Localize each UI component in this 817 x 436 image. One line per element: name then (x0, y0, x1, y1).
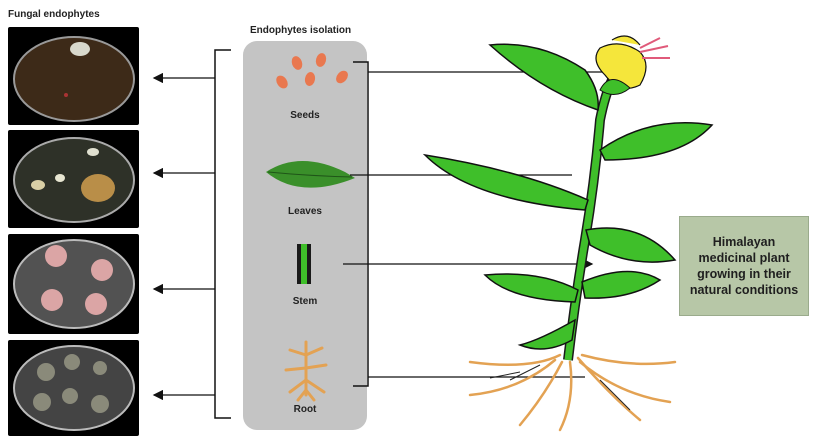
part-label-root: Root (243, 404, 367, 415)
seeds-icon (274, 52, 350, 91)
root-icon (286, 342, 326, 400)
plant-note-box: Himalayan medicinal plant growing in the… (679, 216, 809, 316)
arrows-to-dishes (154, 78, 215, 395)
stem-icon (297, 244, 311, 284)
left-bracket (215, 50, 231, 418)
part-label-stem: Stem (243, 296, 367, 307)
plant-note-text: Himalayan medicinal plant growing in the… (680, 230, 808, 303)
flower (596, 36, 670, 95)
leaf-icon (266, 161, 355, 188)
plant-illustration (425, 36, 712, 430)
part-label-seeds: Seeds (243, 110, 367, 121)
part-label-leaves: Leaves (243, 206, 367, 217)
